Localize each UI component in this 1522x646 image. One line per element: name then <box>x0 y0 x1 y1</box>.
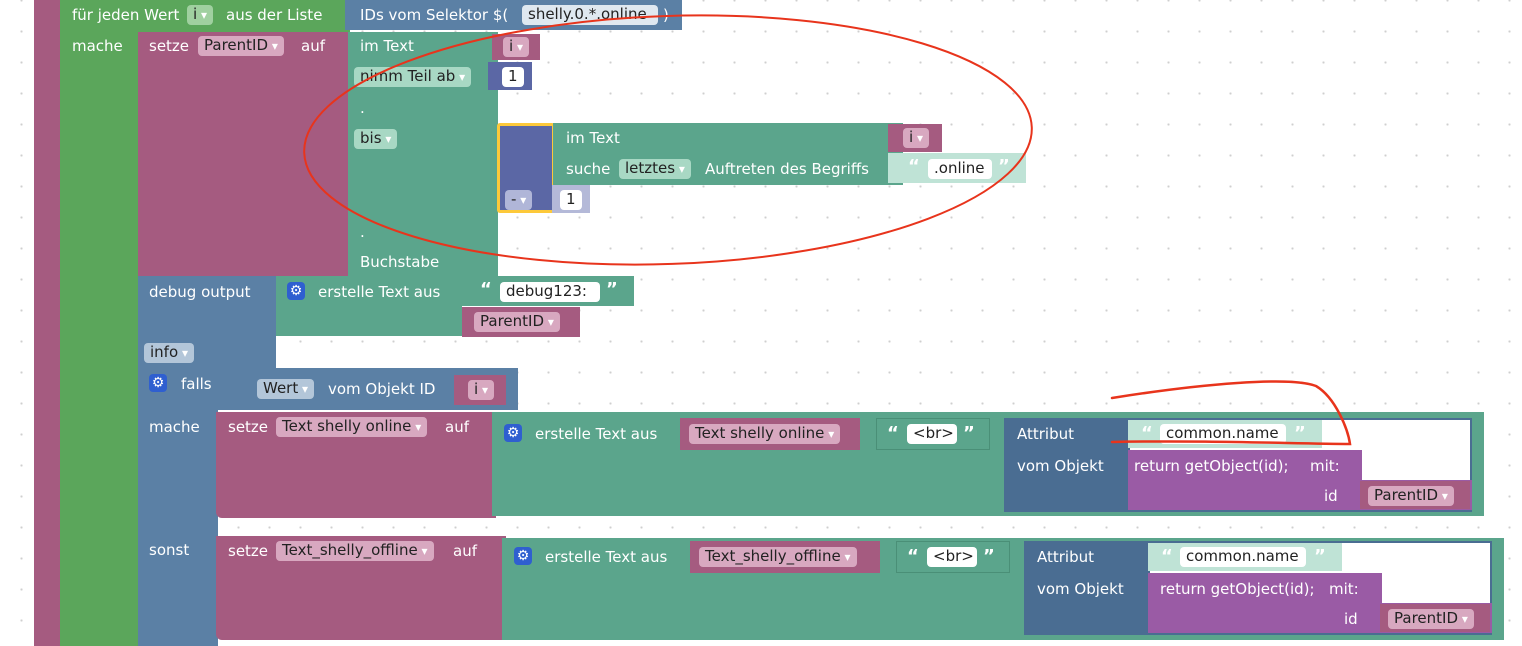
quote-close-icon: ” <box>963 423 975 444</box>
offline-id-label: id <box>1344 610 1358 628</box>
set-auf-label: auf <box>301 37 325 55</box>
online-return-label: return getObject(id); <box>1134 457 1289 475</box>
buchstabe-label: Buchstabe <box>360 253 440 271</box>
offline-vom-objekt-label: vom Objekt <box>1037 580 1124 598</box>
online-id-label: id <box>1324 487 1338 505</box>
set-offline-auf-label: auf <box>453 542 477 560</box>
selector-label: IDs vom Selektor $( <box>360 6 509 24</box>
falls-label: falls <box>181 375 212 393</box>
auftreten-label: Auftreten des Begriffs <box>705 160 869 178</box>
from-number-input[interactable]: 1 <box>502 67 524 87</box>
offline-attr-input[interactable]: common.name <box>1180 547 1306 567</box>
if-block[interactable] <box>138 368 218 646</box>
set-offline-label: setze <box>228 542 269 560</box>
vom-objekt-id-label: vom Objekt ID <box>328 380 436 398</box>
if-var-dropdown[interactable]: i <box>468 380 495 400</box>
quote-close-icon: ” <box>1294 423 1306 444</box>
dot-label-1: . <box>360 99 365 117</box>
online-attribut-label: Attribut <box>1017 425 1075 443</box>
set-var-dropdown[interactable]: ParentID <box>198 36 284 56</box>
minus-number-input[interactable]: 1 <box>560 190 582 210</box>
minus-op-dropdown[interactable]: - <box>505 190 533 210</box>
foreach-label: für jeden Wert <box>72 6 180 24</box>
substring-var-dropdown[interactable]: i <box>503 37 530 57</box>
online-mit-label: mit: <box>1310 457 1340 475</box>
quote-open-icon: “ <box>907 546 919 567</box>
bis-dropdown[interactable]: bis <box>354 129 398 149</box>
quote-open-icon: “ <box>908 156 920 177</box>
online-vom-objekt-label: vom Objekt <box>1017 457 1104 475</box>
quote-close-icon: ” <box>606 279 618 300</box>
substring-take-from-dropdown[interactable]: nimm Teil ab <box>354 67 472 87</box>
if-mache-label: mache <box>149 418 200 436</box>
online-attribut-panel[interactable] <box>1006 420 1130 510</box>
quote-close-icon: ” <box>1314 546 1326 567</box>
quote-close-icon: ” <box>998 156 1010 177</box>
debug-label: debug output <box>149 283 251 301</box>
dot-label-2: . <box>360 223 365 241</box>
gear-icon[interactable]: ⚙ <box>514 547 532 565</box>
selector-close: ) <box>663 6 669 24</box>
offline-return-label: return getObject(id); <box>1160 580 1315 598</box>
inner-im-text-label: im Text <box>566 129 620 147</box>
offline-br-input[interactable]: <br> <box>927 547 977 567</box>
set-online-label: setze <box>228 418 269 436</box>
substring-im-text-label: im Text <box>360 37 414 55</box>
offline-id-var-dropdown[interactable]: ParentID <box>1388 609 1474 629</box>
online-create-text-label: erstelle Text aus <box>535 425 658 443</box>
quote-open-icon: “ <box>887 423 899 444</box>
inner-var-dropdown[interactable]: i <box>903 128 930 148</box>
online-br-input[interactable]: <br> <box>907 424 957 444</box>
gear-icon[interactable]: ⚙ <box>504 424 522 442</box>
offline-attribut-label: Attribut <box>1037 548 1095 566</box>
online-attr-input[interactable]: common.name <box>1160 424 1286 444</box>
letztes-dropdown[interactable]: letztes <box>619 159 691 179</box>
debug-create-text-label: erstelle Text aus <box>318 283 441 301</box>
outer-event-block[interactable] <box>34 0 64 646</box>
set-label: setze <box>149 37 190 55</box>
debug-text-input[interactable]: debug123: <box>500 282 600 302</box>
debug-level-dropdown[interactable]: info <box>144 343 194 363</box>
online-text-input[interactable]: .online <box>928 159 992 179</box>
debug-create-text-block[interactable] <box>276 276 462 336</box>
offline-mit-label: mit: <box>1329 580 1359 598</box>
foreach-var-dropdown[interactable]: i <box>187 5 214 25</box>
offline-create-text-label: erstelle Text aus <box>545 548 668 566</box>
quote-close-icon: ” <box>983 546 995 567</box>
gear-icon[interactable]: ⚙ <box>287 282 305 300</box>
gear-icon[interactable]: ⚙ <box>149 374 167 392</box>
offline-attribut-panel[interactable] <box>1026 543 1150 633</box>
quote-open-icon: “ <box>1161 546 1173 567</box>
set-online-var-dropdown[interactable]: Text shelly online <box>276 417 428 437</box>
quote-open-icon: “ <box>480 279 492 300</box>
online-var2-dropdown[interactable]: Text shelly online <box>689 424 841 444</box>
foreach-loop-block[interactable] <box>60 0 140 646</box>
suche-label: suche <box>566 160 611 178</box>
set-parentid-block[interactable] <box>138 32 350 276</box>
foreach-list-label: aus der Liste <box>226 6 323 24</box>
quote-open-icon: “ <box>1141 423 1153 444</box>
debug-var-dropdown[interactable]: ParentID <box>474 312 560 332</box>
online-id-var-dropdown[interactable]: ParentID <box>1368 486 1454 506</box>
wert-dropdown[interactable]: Wert <box>257 379 315 399</box>
online-br-block[interactable] <box>876 418 990 450</box>
if-sonst-label: sonst <box>149 541 190 559</box>
set-online-auf-label: auf <box>445 418 469 436</box>
offline-var2-dropdown[interactable]: Text_shelly_offline <box>699 547 857 567</box>
set-offline-var-dropdown[interactable]: Text_shelly_offline <box>276 541 434 561</box>
mache-label: mache <box>72 37 123 55</box>
selector-input[interactable]: shelly.0.*.online <box>522 5 658 25</box>
